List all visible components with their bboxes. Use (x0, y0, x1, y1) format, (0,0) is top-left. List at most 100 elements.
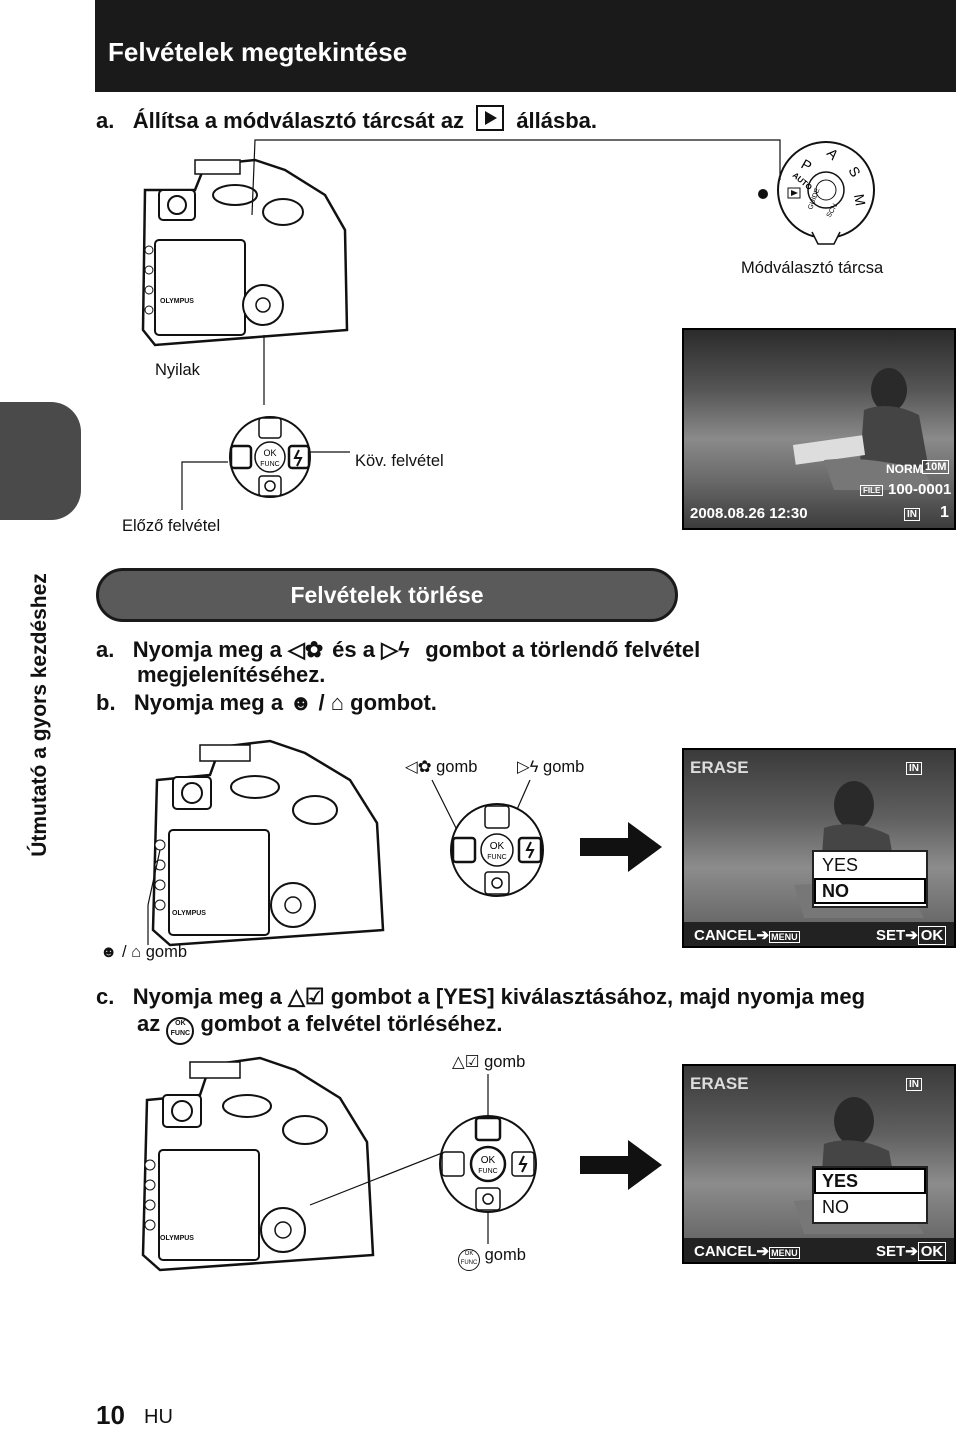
step-b: b. Nyomja meg a ☻ / ⌂ gombot. (96, 690, 437, 716)
gomb-text: gomb (145, 943, 187, 961)
lcd-size: 10M (922, 460, 950, 474)
left-macro-icon: ◁✿ (405, 758, 432, 776)
prev-image-label: Előző felvétel (122, 517, 221, 535)
big-arrow-right-icon (580, 1140, 662, 1190)
erase-button-label: ☻ / ⌂ gomb (100, 943, 187, 962)
menu-option-yes[interactable]: YES (814, 1168, 926, 1194)
side-tab (0, 402, 81, 520)
page-title: Felvételek megtekintése (108, 37, 408, 67)
arrow-pad-bottom: OK FUNC (439, 1115, 537, 1213)
section-header (96, 568, 678, 622)
svg-text:FUNC: FUNC (478, 1168, 497, 1175)
photo-subject (794, 1097, 924, 1234)
up-exposure-icon: △☑ (452, 1053, 480, 1071)
right-button-label: ▷ϟ gomb (517, 757, 584, 777)
cancel-text: CANCEL (694, 1243, 757, 1260)
section-title: Felvételek törlése (290, 582, 484, 608)
step-text: és a (332, 637, 375, 662)
svg-text:OK: OK (481, 1155, 496, 1166)
svg-text:OK: OK (490, 841, 505, 852)
gomb-text: / (121, 943, 127, 961)
step-letter: b. (96, 690, 116, 715)
menu-option-no[interactable]: NO (814, 878, 926, 904)
trash-icon: ⌂ (330, 690, 345, 715)
lcd-erase-screen-1: ERASE IN YES NO CANCEL➔MENU SET➔OK (682, 748, 956, 948)
mode-dial: P A S M AUTO GUIDE SCN (758, 141, 875, 245)
erase-title: ERASE (690, 1074, 749, 1093)
menu-option-yes[interactable]: YES (822, 855, 859, 875)
trash-icon: ⌂ (131, 943, 142, 961)
face-detect-icon: ☻ (100, 943, 118, 961)
camera-illustration-bottom (141, 1056, 375, 1272)
lcd-datetime: 2008.08.26 12:30 (690, 505, 808, 522)
erase-menu: YES NO (812, 850, 928, 908)
step-letter: c. (96, 984, 115, 1009)
left-macro-icon: ◁✿ (288, 637, 324, 662)
step-text: Nyomja meg a (133, 690, 284, 715)
lcd-playback-screen: NORM 10M FILE 100-0001 2008.08.26 12:30 … (682, 328, 956, 530)
up-button-label: △☑ gomb (452, 1052, 525, 1072)
svg-text:FUNC: FUNC (260, 461, 279, 468)
erase-footer (684, 922, 954, 946)
step-text: Nyomja meg a (132, 637, 282, 662)
set-text: SET (876, 927, 906, 944)
lcd-count: 1 (940, 504, 949, 521)
cancel-hint: CANCEL➔MENU (694, 927, 800, 944)
header-bar (95, 0, 956, 92)
step-text: gombot. (350, 690, 437, 715)
lcd-erase-screen-2: ERASE IN YES NO CANCEL➔MENU SET➔OK (682, 1064, 956, 1264)
lcd-file-tag: FILE (860, 485, 884, 496)
lcd-memory: IN (906, 762, 922, 775)
step-a-delete-cont: megjelenítéséhez. (137, 662, 326, 687)
mode-dial-caption: Módválasztó tárcsa (741, 259, 884, 277)
right-flash-icon: ▷ϟ (517, 758, 539, 776)
step-letter: a. (96, 108, 115, 133)
step-text: / (318, 690, 325, 715)
step-text: gombot a [YES] kiválasztásához, majd nyo… (330, 984, 866, 1009)
big-arrow-right-icon (580, 822, 662, 872)
menu-key-icon: MENU (769, 1247, 800, 1259)
set-hint: SET➔OK (876, 1242, 947, 1261)
step-text: állásba. (516, 108, 598, 133)
step-text: gombot a felvétel törléséhez. (200, 1011, 503, 1036)
language-code: HU (144, 1406, 173, 1428)
lcd-file-number: 100-0001 (888, 481, 952, 498)
step-text: Állítsa a módválasztó tárcsát az (132, 108, 465, 133)
camera-brand: OLYMPUS (160, 298, 194, 305)
step-text: gombot a törlendő felvétel (425, 637, 701, 662)
svg-text:M: M (851, 193, 869, 207)
step-c: c. Nyomja meg a △☑ gombot a [YES] kivála… (96, 984, 865, 1010)
next-image-label: Köv. felvétel (355, 452, 444, 470)
gomb-text: gomb (436, 758, 478, 776)
up-exposure-icon: △☑ (288, 984, 325, 1009)
camera-illustration-middle (151, 739, 385, 947)
menu-key-icon: MENU (769, 931, 800, 943)
step-a-top: a. Állítsa a módválasztó tárcsát az állá… (96, 105, 597, 134)
camera-illustration-top (141, 158, 349, 347)
gomb-text: gomb (484, 1246, 526, 1264)
cancel-text: CANCEL (694, 927, 757, 944)
step-a-delete: a. Nyomja meg a ◁✿ és a ▷ϟ gombot a törl… (96, 637, 700, 663)
set-hint: SET➔OK (876, 926, 947, 945)
erase-title: ERASE (690, 758, 749, 777)
camera-brand: OLYMPUS (172, 910, 206, 917)
face-detect-icon: ☻ (289, 690, 313, 715)
set-text: SET (876, 1243, 906, 1260)
gomb-text: gomb (484, 1053, 526, 1071)
left-button-label: ◁✿ gomb (405, 757, 477, 777)
step-letter: a. (96, 637, 115, 662)
step-text: Nyomja meg a (132, 984, 282, 1009)
arrow-pad-middle: OK FUNC (450, 803, 544, 897)
arrow-pad-top: OK FUNC (229, 416, 311, 498)
lcd-memory: IN (906, 1078, 922, 1091)
ok-key-icon: OK (917, 1242, 947, 1261)
lcd-memory: IN (904, 508, 920, 521)
ok-key-icon: OK (917, 926, 947, 945)
camera-brand: OLYMPUS (160, 1235, 194, 1242)
page-number: 10 (96, 1400, 125, 1430)
step-text: az (137, 1011, 161, 1036)
erase-footer (684, 1238, 954, 1262)
menu-option-no[interactable]: NO (822, 1197, 849, 1217)
